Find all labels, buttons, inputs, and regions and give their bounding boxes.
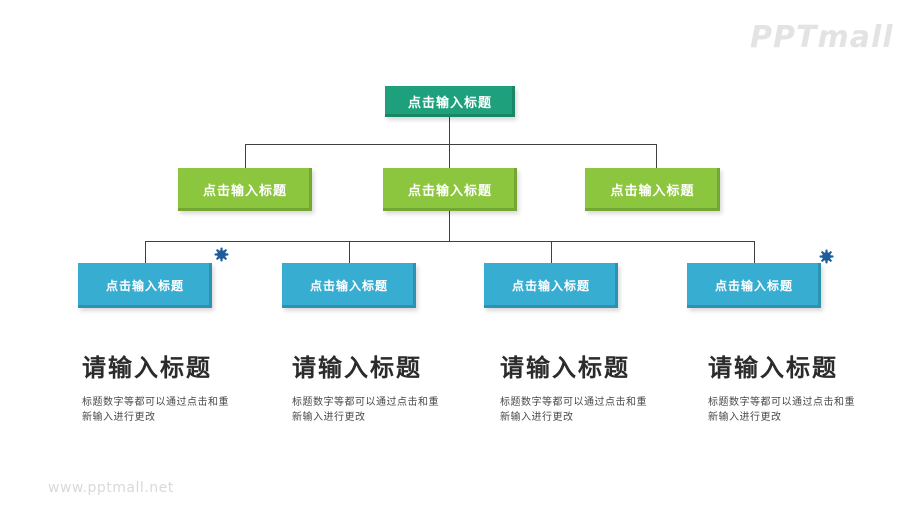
connector-line	[349, 241, 350, 263]
text-section-1: 请输入标题 标题数字等都可以通过点击和重 新输入进行更改	[82, 348, 272, 425]
connector-line	[145, 241, 754, 242]
org-node-level3-2[interactable]: 点击输入标题	[282, 263, 416, 308]
org-node-level2-1[interactable]: 点击输入标题	[178, 168, 312, 211]
org-node-label: 点击输入标题	[511, 279, 590, 293]
org-node-label: 点击输入标题	[610, 184, 695, 199]
connector-line	[245, 144, 246, 168]
pptmall-logo: PPTmall	[750, 20, 894, 55]
org-node-label: 点击输入标题	[202, 184, 287, 199]
text-section-4: 请输入标题 标题数字等都可以通过点击和重 新输入进行更改	[708, 348, 898, 425]
connector-line	[449, 144, 450, 168]
connector-line	[449, 117, 450, 144]
connector-line	[245, 144, 657, 145]
text-section-2: 请输入标题 标题数字等都可以通过点击和重 新输入进行更改	[292, 348, 482, 425]
section-body-line: 新输入进行更改	[292, 412, 366, 423]
org-node-label: 点击输入标题	[714, 279, 793, 293]
section-heading[interactable]: 请输入标题	[292, 354, 422, 382]
connector-line	[656, 144, 657, 168]
section-body-line: 新输入进行更改	[708, 412, 782, 423]
section-body-line: 标题数字等都可以通过点击和重	[82, 397, 229, 408]
org-node-level2-3[interactable]: 点击输入标题	[585, 168, 720, 211]
org-node-label: 点击输入标题	[309, 279, 388, 293]
section-heading[interactable]: 请输入标题	[708, 354, 838, 382]
org-node-level2-2[interactable]: 点击输入标题	[383, 168, 517, 211]
section-body-line: 标题数字等都可以通过点击和重	[708, 397, 855, 408]
watermark: www.pptmall.net	[48, 480, 174, 496]
section-body-line: 新输入进行更改	[500, 412, 574, 423]
connector-line	[449, 211, 450, 241]
connector-line	[754, 241, 755, 263]
org-node-root[interactable]: 点击输入标题	[385, 86, 515, 117]
org-node-level3-3[interactable]: 点击输入标题	[484, 263, 618, 308]
section-heading[interactable]: 请输入标题	[82, 354, 212, 382]
section-body-line: 标题数字等都可以通过点击和重	[292, 397, 439, 408]
section-body-line: 标题数字等都可以通过点击和重	[500, 397, 647, 408]
org-node-label: 点击输入标题	[407, 96, 492, 111]
text-section-3: 请输入标题 标题数字等都可以通过点击和重 新输入进行更改	[500, 348, 690, 425]
org-node-label: 点击输入标题	[407, 184, 492, 199]
connector-line	[145, 241, 146, 263]
org-node-label: 点击输入标题	[105, 279, 184, 293]
gear-icon	[214, 247, 229, 262]
org-node-level3-4[interactable]: 点击输入标题	[687, 263, 821, 308]
gear-icon	[819, 249, 834, 264]
section-heading[interactable]: 请输入标题	[500, 354, 630, 382]
section-body-line: 新输入进行更改	[82, 412, 156, 423]
connector-line	[551, 241, 552, 263]
org-node-level3-1[interactable]: 点击输入标题	[78, 263, 212, 308]
